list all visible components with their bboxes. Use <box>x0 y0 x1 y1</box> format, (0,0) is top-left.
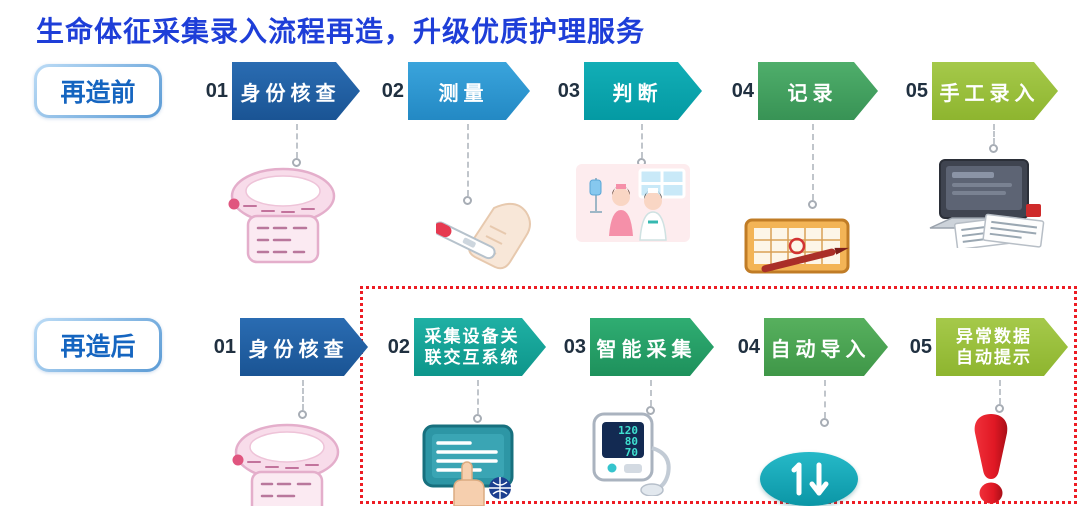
tablet-touch-illustration <box>418 422 520 506</box>
step-number: 02 <box>387 335 410 358</box>
step-arrow: 采集设备关 联交互系统 <box>414 318 546 376</box>
dotted-connector <box>467 124 469 196</box>
computer-documents-illustration <box>920 158 1054 248</box>
tablet-icon <box>422 424 514 506</box>
step-label: 手工录入 <box>939 82 1040 105</box>
step-arrow: 身份核查 <box>240 318 368 376</box>
bp-reading-systolic: 120 <box>618 424 638 437</box>
step-after-2: 02 采集设备关 联交互系统 <box>378 318 546 376</box>
dotted-connector <box>296 124 298 158</box>
step-label: 记录 <box>787 82 838 105</box>
step-after-3: 03 智能采集 <box>554 318 714 376</box>
step-label: 智能采集 <box>596 338 697 361</box>
step-label-line1: 异常数据 <box>956 326 1032 346</box>
dotted-connector <box>641 124 643 158</box>
step-before-5: 05 手工录入 <box>896 62 1058 120</box>
step-arrow: 智能采集 <box>590 318 714 376</box>
step-label: 身份核查 <box>240 82 341 105</box>
step-label-line1: 采集设备关 <box>424 326 520 346</box>
step-label: 判断 <box>612 82 663 105</box>
bp-reading-diastolic: 80 <box>625 435 638 448</box>
bp-monitor-illustration: 120 80 70 <box>582 412 684 496</box>
connector-dot <box>646 406 655 415</box>
label-after: 再造后 <box>34 318 162 372</box>
computer-icon <box>929 159 1045 248</box>
connector-dot <box>473 414 482 423</box>
wristband-illustration <box>226 160 340 268</box>
step-number: 01 <box>205 79 228 102</box>
dotted-connector <box>812 124 814 200</box>
dotted-connector <box>302 380 304 410</box>
nurses-ward-illustration <box>576 164 690 242</box>
connector-dot <box>989 144 998 153</box>
exclamation-icon <box>974 414 1008 504</box>
step-arrow: 判断 <box>584 62 702 120</box>
step-arrow: 记录 <box>758 62 878 120</box>
register-book-pen-illustration <box>740 210 860 278</box>
register-book-icon <box>744 218 850 274</box>
step-arrow: 异常数据 自动提示 <box>936 318 1068 376</box>
step-before-4: 04 记录 <box>722 62 878 120</box>
alert-exclamation-illustration <box>966 412 1016 506</box>
step-label-line2: 联交互系统 <box>424 348 520 367</box>
step-label-line2: 自动提示 <box>956 348 1032 367</box>
step-label: 测量 <box>438 82 489 105</box>
step-number: 04 <box>731 79 754 102</box>
page-title: 生命体征采集录入流程再造，升级优质护理服务 <box>36 16 646 47</box>
step-number: 04 <box>737 335 760 358</box>
step-number: 03 <box>563 335 586 358</box>
step-after-4: 04 自动导入 <box>728 318 888 376</box>
thermometer-icon <box>436 202 531 270</box>
step-number: 03 <box>557 79 580 102</box>
step-arrow: 手工录入 <box>932 62 1058 120</box>
dotted-connector <box>824 380 826 418</box>
bp-reading-pulse: 70 <box>625 446 638 459</box>
dotted-connector <box>993 124 995 144</box>
dotted-connector <box>999 380 1001 404</box>
step-arrow: 自动导入 <box>764 318 888 376</box>
step-number: 02 <box>381 79 404 102</box>
label-before: 再造前 <box>34 64 162 118</box>
connector-dot <box>298 410 307 419</box>
dotted-connector <box>650 380 652 406</box>
step-label: 自动导入 <box>770 338 871 361</box>
step-after-5: 05 异常数据 自动提示 <box>900 318 1068 376</box>
connector-dot <box>808 200 817 209</box>
step-before-2: 02 测量 <box>372 62 530 120</box>
step-after-1: 01 身份核查 <box>204 318 368 376</box>
wristband-icon <box>228 167 336 264</box>
import-arrows-illustration <box>760 452 858 506</box>
highlight-dotted-box <box>360 286 1077 504</box>
wristband-illustration <box>230 416 344 506</box>
import-arrows-icon <box>791 462 829 496</box>
step-number: 05 <box>905 79 928 102</box>
step-arrow: 身份核查 <box>232 62 360 120</box>
step-before-3: 03 判断 <box>548 62 702 120</box>
wristband-icon <box>232 423 340 506</box>
connector-dot <box>292 158 301 167</box>
step-arrow: 测量 <box>408 62 530 120</box>
connector-dot <box>995 404 1004 413</box>
connector-dot <box>820 418 829 427</box>
step-label: 身份核查 <box>248 338 349 361</box>
bp-monitor-icon: 120 80 70 <box>592 412 671 496</box>
step-number: 01 <box>213 335 236 358</box>
connector-dot <box>463 196 472 205</box>
nurses-icon <box>576 164 690 242</box>
step-before-1: 01 身份核查 <box>196 62 360 120</box>
step-number: 05 <box>909 335 932 358</box>
thermometer-hand-illustration <box>436 190 538 276</box>
dotted-connector <box>477 380 479 414</box>
